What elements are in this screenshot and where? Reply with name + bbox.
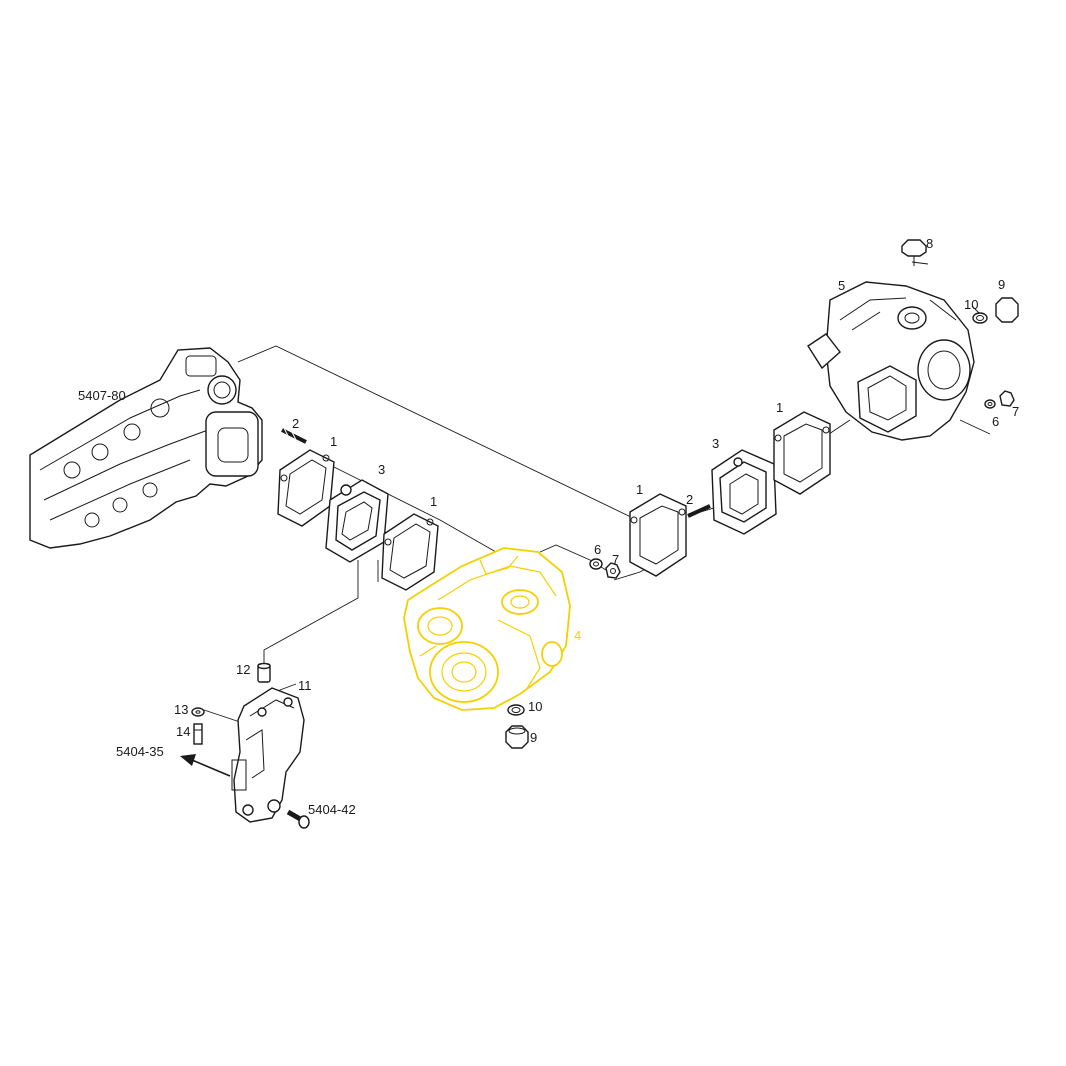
nut-7-lower [605, 562, 621, 579]
stud-2-right [687, 504, 711, 518]
plug-9-lower [505, 725, 529, 749]
stud-2-left [281, 427, 307, 444]
label-5404-35: 5404-35 [116, 744, 164, 759]
washer-13 [191, 707, 205, 717]
bolt-5404-42 [286, 809, 310, 829]
label-6-lower: 6 [594, 542, 601, 557]
label-14: 14 [176, 724, 190, 739]
washer-6-lower [589, 558, 603, 570]
label-9-lower: 9 [530, 730, 537, 745]
label-9-upper: 9 [998, 277, 1005, 292]
leader-lines [203, 261, 991, 723]
labels: 5407-80 2 1 3 1 6 7 4 10 9 1 2 3 1 5 8 9… [78, 236, 1019, 817]
nut-7-upper [999, 390, 1015, 407]
sleeve-12 [257, 662, 271, 683]
arrow-5404-35 [180, 754, 231, 777]
spacer-3-left [325, 479, 389, 563]
label-3-left: 3 [378, 462, 385, 477]
label-10-upper: 10 [964, 297, 978, 312]
label-2-right: 2 [686, 492, 693, 507]
label-5404-42: 5404-42 [308, 802, 356, 817]
gasket-1-b [381, 513, 439, 591]
plug-9-upper [995, 297, 1019, 323]
gasket-1-c [629, 493, 687, 577]
washer-6-upper [984, 399, 996, 409]
label-11: 11 [298, 678, 312, 693]
plug-8 [901, 239, 927, 266]
label-10-lower: 10 [528, 699, 542, 714]
gasket-1-d [773, 411, 831, 495]
gasket-1-a [277, 449, 335, 527]
engine-block [29, 347, 263, 549]
bracket-11 [231, 687, 305, 823]
seal-ring-10-lower [507, 704, 525, 716]
bolt-14 [193, 723, 203, 745]
label-1-a: 1 [330, 434, 337, 449]
label-1-c: 1 [636, 482, 643, 497]
label-12: 12 [236, 662, 250, 677]
label-1-d: 1 [776, 400, 783, 415]
label-6-upper: 6 [992, 414, 999, 429]
label-13: 13 [174, 702, 188, 717]
label-5: 5 [838, 278, 845, 293]
label-1-b: 1 [430, 494, 437, 509]
seal-ring-10-upper [972, 312, 988, 324]
label-4: 4 [574, 628, 581, 643]
label-7-upper: 7 [1012, 404, 1019, 419]
label-7-lower: 7 [612, 552, 619, 567]
label-8: 8 [926, 236, 933, 251]
label-5407-80: 5407-80 [78, 388, 126, 403]
spacer-3-right [711, 449, 777, 535]
turbocharger-5 [807, 281, 975, 441]
label-2-left: 2 [292, 416, 299, 431]
turbocharger-4-highlighted [403, 547, 571, 711]
label-3-right: 3 [712, 436, 719, 451]
